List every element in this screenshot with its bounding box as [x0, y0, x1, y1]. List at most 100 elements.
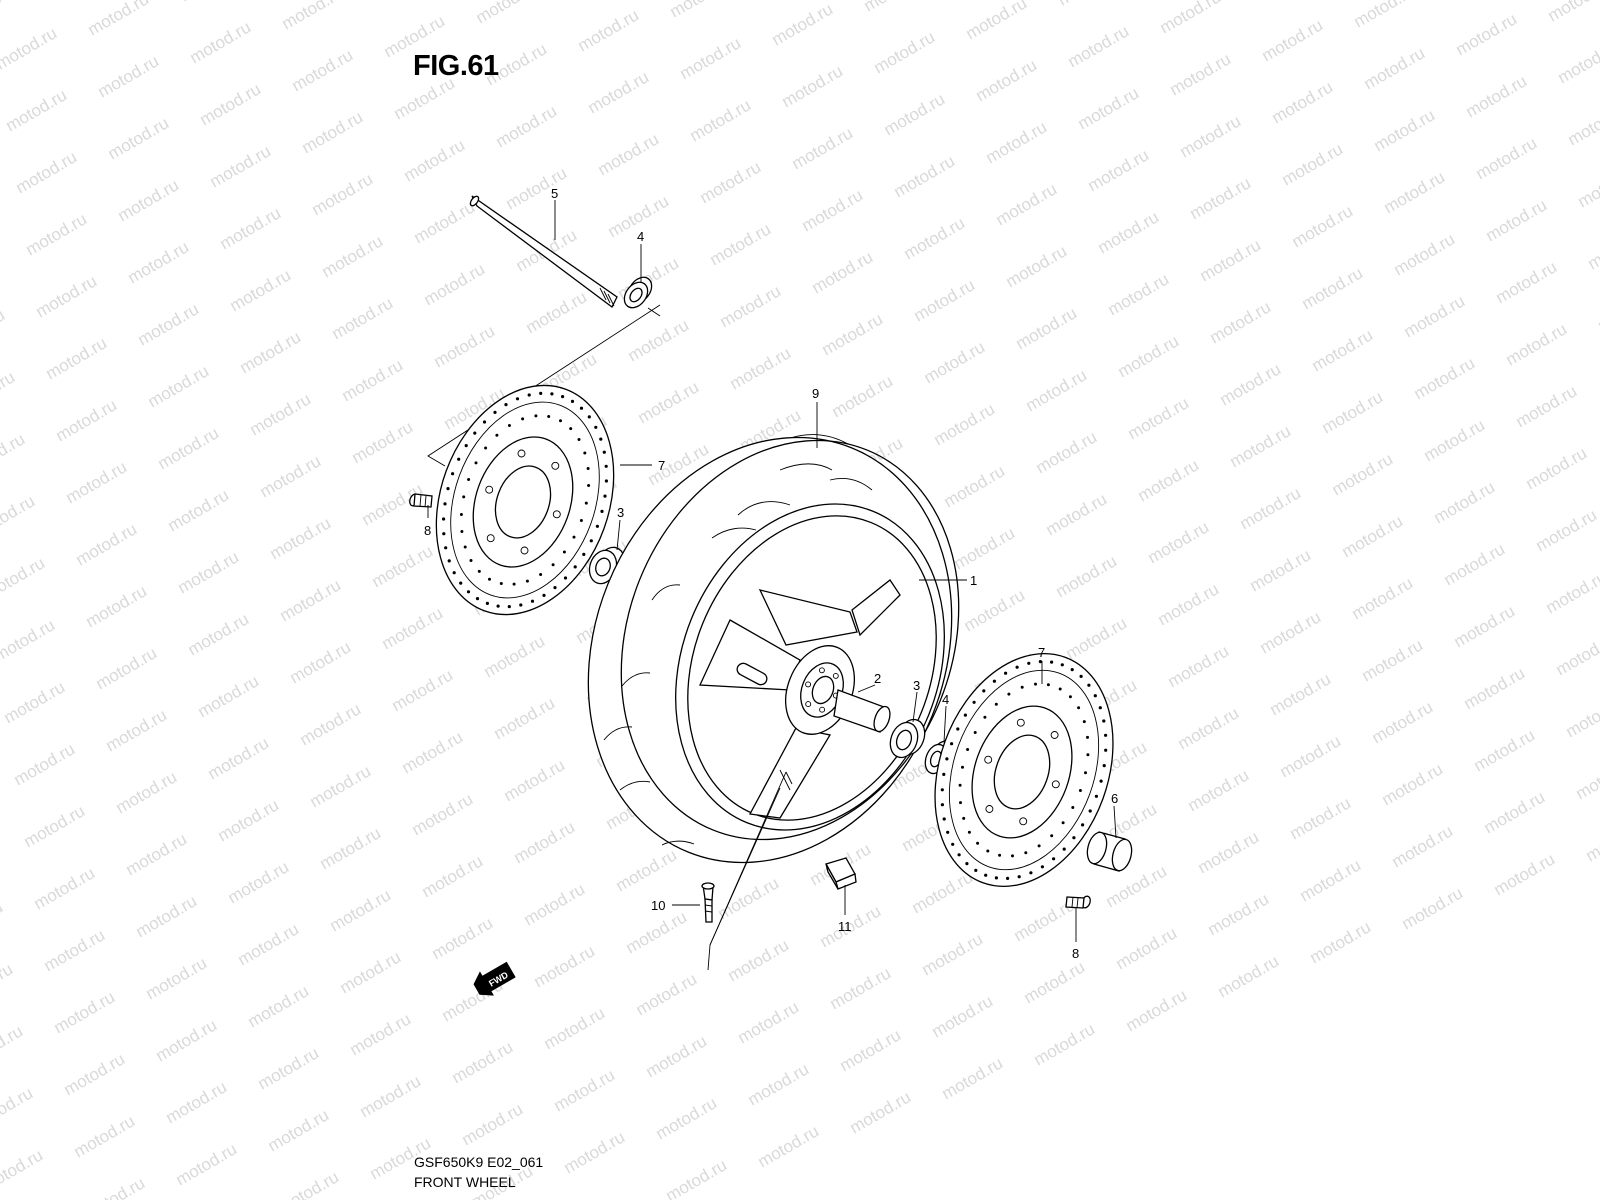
disc-drill-hole — [1046, 683, 1050, 687]
disc-drill-hole — [1034, 682, 1037, 686]
disc-drill-hole — [982, 689, 986, 693]
brake-disc-right-part-7 — [934, 652, 1114, 888]
disc-drill-hole — [956, 727, 960, 731]
disc-drill-hole — [1093, 694, 1097, 698]
hub-bolt-hole — [832, 672, 839, 679]
disc-drill-hole — [447, 559, 451, 563]
disc-drill-hole — [1102, 764, 1106, 768]
disc-bolt-head — [517, 449, 526, 458]
assembly-guide-line-axle — [427, 304, 661, 467]
disc-drill-hole — [604, 479, 609, 483]
disc-drill-hole — [1086, 735, 1089, 739]
disc-drill-hole — [1040, 865, 1044, 869]
disc-drill-hole — [946, 830, 950, 834]
disc-drill-hole — [1072, 836, 1076, 840]
disc-drill-hole — [467, 478, 471, 481]
disc-drill-hole — [463, 545, 467, 549]
disc-drill-hole — [459, 581, 463, 585]
disc-drill-hole — [474, 461, 478, 465]
figure-code: GSF650K9 E02_061 — [414, 1154, 544, 1170]
disc-drill-hole — [595, 524, 600, 528]
disc-drill-hole — [559, 419, 562, 423]
disc-drill-hole — [961, 765, 964, 769]
disc-drill-hole — [599, 437, 603, 441]
disc-drill-hole — [963, 713, 968, 717]
disc-drill-hole — [577, 438, 581, 441]
disc-bolt-left-part-8 — [409, 493, 433, 508]
disc-drill-hole — [573, 565, 577, 569]
callout-8-left: 8 — [424, 523, 431, 538]
disc-drill-hole — [512, 582, 516, 586]
disc-drill-hole — [1084, 771, 1087, 775]
disc-drill-hole — [967, 830, 971, 834]
disc-drill-hole — [1024, 851, 1028, 855]
disc-drill-hole — [462, 495, 466, 499]
disc-drill-hole — [1071, 806, 1075, 809]
tire-valve-part-10 — [701, 882, 715, 923]
disc-drill-hole — [974, 868, 978, 873]
disc-drill-hole — [973, 731, 977, 734]
disc-drill-hole — [945, 757, 949, 761]
disc-drill-hole — [983, 715, 987, 719]
callout-1: 1 — [970, 573, 977, 588]
disc-drill-hole — [495, 433, 499, 437]
disc-drill-hole — [940, 788, 944, 792]
figure-title: FIG.61 — [413, 50, 499, 82]
hub-bolt-hole — [805, 701, 812, 708]
disc-drill-hole — [1086, 753, 1090, 757]
disc-drill-hole — [959, 801, 962, 805]
disc-drill-hole — [563, 576, 568, 580]
disc-drill-hole — [600, 509, 604, 513]
disc-drill-hole — [493, 410, 497, 414]
disc-drill-hole — [984, 873, 988, 877]
disc-drill-hole — [992, 679, 997, 683]
disc-drill-hole — [570, 399, 575, 403]
disc-drill-hole — [1060, 663, 1064, 667]
disc-drill-hole — [496, 604, 500, 608]
hub-bolt-hole — [819, 706, 826, 713]
disc-bolt-head — [984, 755, 993, 764]
disc-drill-hole — [457, 457, 461, 461]
disc-drill-hole — [1081, 823, 1085, 827]
disc-drill-hole — [572, 535, 576, 539]
disc-drill-hole — [1037, 844, 1041, 848]
disc-drill-hole — [994, 702, 998, 706]
disc-drill-hole — [469, 559, 473, 562]
disc-drill-hole — [1038, 660, 1042, 664]
disc-drill-hole — [539, 573, 543, 576]
disc-drill-hole — [603, 494, 607, 498]
disc-drill-hole — [547, 415, 551, 418]
dust-seal-part-4-top — [623, 276, 653, 309]
disc-bolt-head — [1050, 731, 1059, 739]
disc-drill-hole — [488, 577, 491, 581]
disc-bolt-head — [985, 805, 994, 813]
disc-drill-hole — [1099, 779, 1103, 783]
disc-bolt-right-part-8 — [1065, 895, 1091, 909]
callout-4-right: 4 — [942, 692, 949, 707]
disc-drill-hole — [942, 817, 946, 821]
disc-drill-hole — [587, 484, 591, 487]
disc-drill-hole — [579, 406, 584, 410]
disc-bolt-head — [486, 534, 495, 543]
disc-drill-hole — [507, 605, 511, 609]
disc-drill-hole — [569, 427, 573, 431]
disc-drill-hole — [442, 517, 446, 521]
disc-drill-hole — [950, 742, 954, 746]
disc-drill-hole — [594, 425, 598, 429]
disc-drill-hole — [1062, 847, 1066, 851]
disc-drill-hole — [534, 414, 538, 418]
balancer-weight-part-11 — [825, 857, 857, 890]
disc-bolt-head — [1019, 817, 1028, 826]
front-axle-part-5 — [469, 195, 618, 308]
disc-drill-hole — [951, 842, 955, 846]
disc-drill-hole — [530, 599, 535, 603]
disc-drill-hole — [1078, 789, 1082, 792]
disc-drill-hole — [972, 700, 976, 704]
disc-bolt-head — [485, 485, 494, 494]
forward-direction-badge: FWD — [473, 961, 516, 996]
disc-drill-hole — [515, 397, 520, 401]
disc-drill-hole — [589, 539, 593, 543]
disc-drill-hole — [965, 862, 969, 866]
disc-drill-hole — [1004, 671, 1008, 675]
